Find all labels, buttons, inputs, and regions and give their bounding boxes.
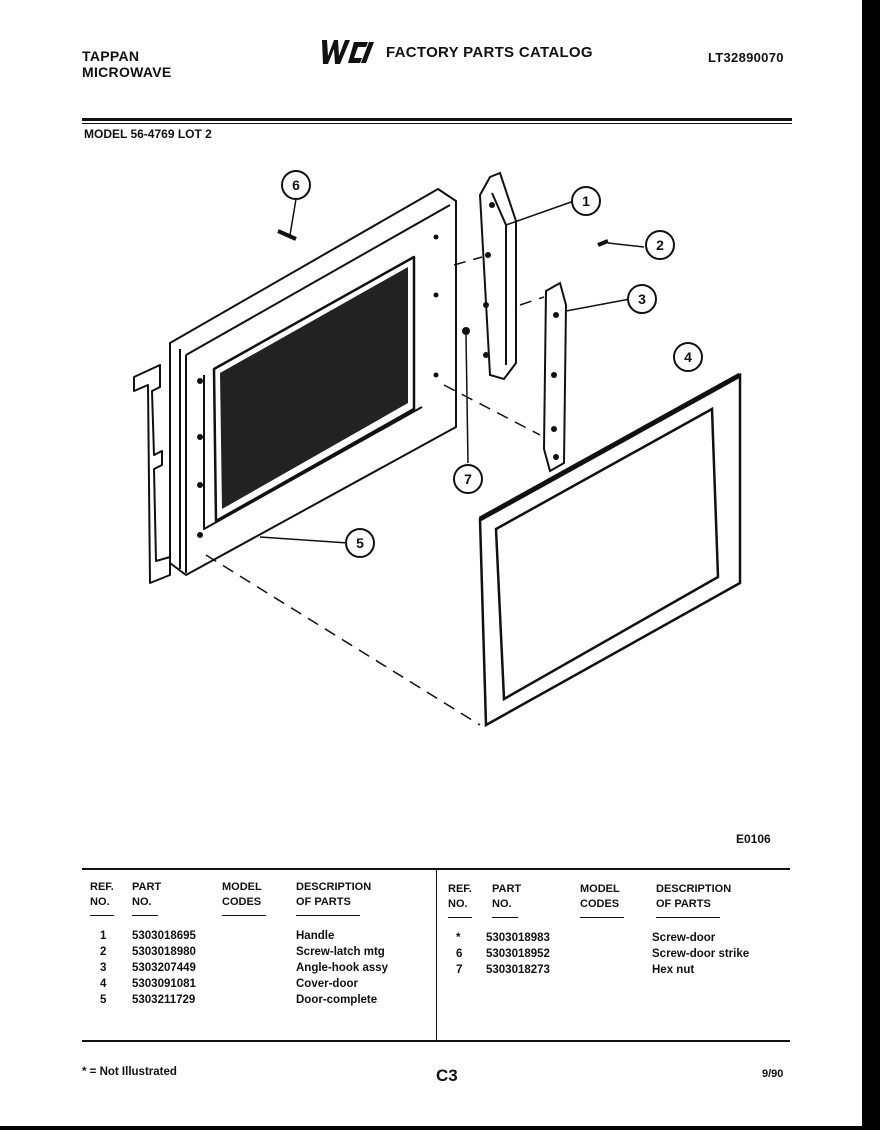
table-row-desc: Cover-door — [296, 978, 358, 990]
callout-2: 2 — [645, 230, 675, 260]
table-row-desc: Hex nut — [652, 964, 695, 976]
model-line: MODEL 56-4769 LOT 2 — [84, 127, 212, 141]
table-row-desc: Screw-latch mtg — [296, 946, 385, 958]
table-row-part: 5303018695 — [132, 930, 196, 942]
screw-door-strike — [277, 229, 297, 241]
screw-latch — [597, 239, 609, 247]
callout-4: 4 — [673, 342, 703, 372]
hex-nut — [462, 327, 470, 335]
door-handle — [478, 171, 517, 381]
brand-name: TAPPAN — [82, 48, 140, 64]
table-bottom-rule — [82, 1040, 790, 1042]
table-row-ref: 4 — [100, 978, 107, 990]
document-number: LT32890070 — [708, 50, 784, 65]
logo-text: WCI — [348, 66, 351, 68]
header-ref-left: REF.NO. — [90, 881, 114, 908]
table-row-part: 5303091081 — [132, 978, 196, 990]
table-row-desc: Screw-door — [652, 932, 716, 944]
header-ref-right: REF.NO. — [448, 883, 472, 910]
cover-door — [478, 372, 742, 728]
svg-text:4: 4 — [684, 349, 692, 365]
svg-text:1: 1 — [582, 193, 590, 209]
brand-block: TAPPAN MICROWAVE — [82, 48, 172, 80]
svg-text:5: 5 — [356, 535, 364, 551]
wci-logo: WCI — [322, 40, 374, 68]
catalog-title: FACTORY PARTS CATALOG — [386, 44, 593, 61]
table-top-rule — [82, 868, 790, 870]
callout-1: 1 — [571, 186, 601, 216]
table-row-desc: Screw-door strike — [652, 948, 750, 960]
table-row-part: 5303018983 — [486, 932, 550, 944]
table-row-desc: Door-complete — [296, 994, 378, 1006]
hinge-bracket — [133, 364, 171, 584]
table-row-ref: 1 — [100, 930, 107, 942]
svg-text:7: 7 — [464, 471, 472, 487]
table-row-ref: 5 — [100, 994, 107, 1006]
table-row-ref: 3 — [100, 962, 107, 974]
callout-6: 6 — [281, 170, 311, 200]
table-row-part: 5303018980 — [132, 946, 196, 958]
table-row-ref: 6 — [456, 948, 463, 960]
table-row-part: 5303207449 — [132, 962, 196, 974]
table-row-desc: Handle — [296, 930, 335, 942]
not-illustrated-note: * = Not Illustrated — [82, 1066, 177, 1078]
callout-7: 7 — [453, 464, 483, 494]
page-id: C3 — [436, 1066, 458, 1085]
table-row-part: 5303211729 — [132, 994, 196, 1006]
table-divider — [436, 870, 437, 1040]
product-type: MICROWAVE — [82, 64, 172, 80]
header-rule-thin — [82, 123, 792, 124]
callout-5: 5 — [345, 528, 375, 558]
figure-code: E0106 — [736, 832, 771, 846]
header-rule — [82, 118, 792, 121]
table-row-part: 5303018273 — [486, 964, 550, 976]
table-row-ref: 2 — [100, 946, 107, 958]
svg-text:2: 2 — [656, 237, 664, 253]
angle-hook-assembly — [542, 281, 568, 473]
table-row-ref: * — [456, 932, 461, 944]
table-row-part: 5303018952 — [486, 948, 550, 960]
table-row-desc: Angle-hook assy — [296, 962, 389, 974]
door-frame — [169, 188, 457, 576]
svg-text:3: 3 — [638, 291, 646, 307]
svg-text:6: 6 — [292, 177, 300, 193]
door-mesh — [220, 267, 408, 509]
door-window — [212, 255, 416, 523]
catalog-page: TAPPAN MICROWAVE WCI FACTORY PARTS CATAL… — [0, 0, 862, 1126]
exploded-parts-diagram: 1 2 3 4 5 6 7 — [133, 170, 742, 728]
callout-3: 3 — [627, 284, 657, 314]
revision-date: 9/90 — [762, 1068, 784, 1080]
table-row-ref: 7 — [456, 964, 463, 976]
